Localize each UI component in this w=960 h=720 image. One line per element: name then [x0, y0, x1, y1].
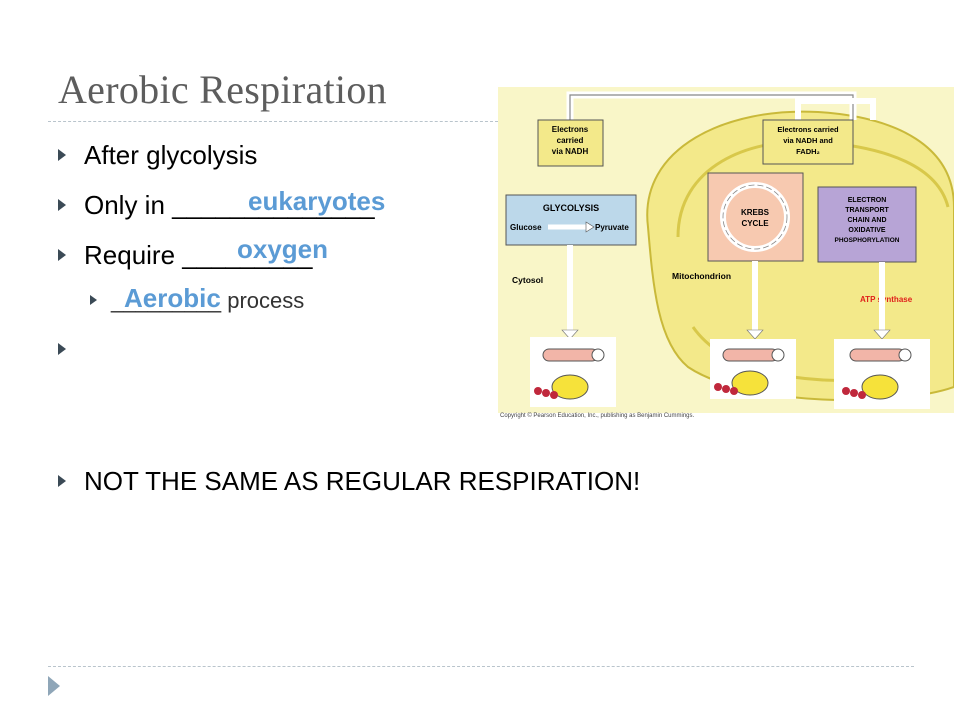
bullet-triangle-icon [90, 295, 97, 306]
nadh-label-line: Electrons [552, 125, 589, 134]
bullet-triangle-icon [58, 343, 66, 356]
nadh-label-line: carried [557, 136, 584, 145]
electron-flow-arrow [795, 98, 876, 120]
title-divider [48, 121, 498, 122]
krebs-label-line: KREBS [741, 208, 770, 217]
cytosol-label: Cytosol [512, 275, 543, 285]
etc-label-line: PHOSPHORYLATION [834, 237, 899, 244]
bullet-text: Only in [84, 190, 173, 220]
glucose-label: Glucose [510, 223, 542, 232]
atp-arrowhead [561, 329, 579, 340]
sub-bullet-process: _________ process [90, 288, 304, 314]
footer-divider [48, 666, 914, 667]
atp-arrowhead [873, 329, 891, 340]
nadh-fadh-label-line: FADH₂ [796, 147, 820, 156]
blank-line: _________ [111, 288, 222, 313]
answer-aerobic: Aerobic [124, 283, 221, 313]
cellular-respiration-diagram: Electrons carried via NADH Electrons car… [498, 87, 954, 413]
bullet-after-glycolysis: After glycolysis [58, 140, 257, 171]
bullet-triangle-icon [58, 249, 66, 262]
glycolysis-label: GLYCOLYSIS [543, 203, 599, 213]
bullet-triangle-icon [58, 149, 66, 162]
bullet-require: Require _________ [58, 240, 312, 271]
atp-synthase-label: ATP synthase [860, 295, 913, 304]
glycolysis-box [505, 194, 637, 246]
krebs-cycle-circle-outline [722, 184, 788, 250]
blank-line: _________ [182, 240, 313, 270]
bullet-text: process [227, 288, 305, 313]
footer-triangle-icon [48, 676, 60, 696]
bullet-triangle-icon [58, 475, 66, 488]
figure-copyright: Copyright © Pearson Education, Inc., pub… [500, 413, 695, 419]
answer-eukaryotes: eukaryotes [248, 186, 386, 216]
electrons-nadh-fadh-box [762, 119, 854, 165]
bullet-not-same: NOT THE SAME AS REGULAR RESPIRATION! [58, 466, 640, 497]
bullet-text: NOT THE SAME AS REGULAR RESPIRATION! [84, 466, 641, 496]
mitochondrion-label: Mitochondrion [672, 271, 731, 281]
slide-title: Aerobic Respiration [58, 67, 387, 112]
bullet-text: Require [84, 240, 183, 270]
bullet-triangle-icon [58, 199, 66, 212]
etc-box [817, 186, 917, 263]
electron-flow-arrow-outline [569, 94, 854, 120]
etc-label-line: ELECTRON [848, 197, 887, 204]
glycolysis-arrowhead [585, 221, 595, 233]
nadh-label-line: via NADH [552, 147, 589, 156]
pyruvate-label: Pyruvate [595, 223, 629, 232]
answer-oxygen: oxygen [237, 234, 329, 264]
etc-label-line: OXIDATIVE [848, 227, 886, 234]
atp-cartoon-panel [530, 337, 616, 407]
bullet-empty [58, 334, 84, 365]
atp-cartoon-panel [710, 339, 796, 399]
atp-arrowhead [746, 329, 764, 340]
nadh-fadh-label-line: Electrons carried [777, 125, 839, 134]
electrons-nadh-box [537, 119, 604, 167]
bullet-only-in: Only in ______________ [58, 190, 375, 221]
krebs-label-line: CYCLE [741, 219, 769, 228]
blank-line: ______________ [172, 190, 375, 220]
nadh-fadh-label-line: via NADH and [783, 136, 833, 145]
etc-label-line: CHAIN AND [847, 217, 886, 224]
etc-label-line: TRANSPORT [845, 207, 889, 214]
bullet-text: After glycolysis [84, 140, 258, 170]
atp-cartoon-panel [834, 339, 930, 409]
